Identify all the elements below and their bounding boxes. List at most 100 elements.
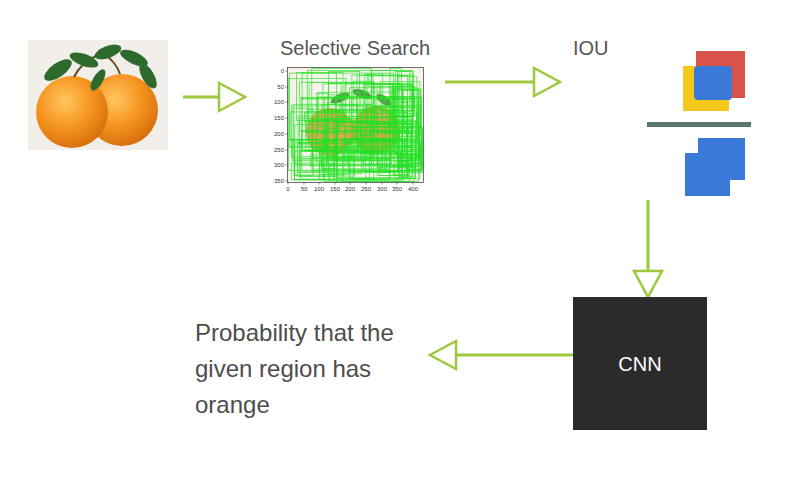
tick-mark xyxy=(366,183,367,185)
tick-mark xyxy=(288,183,289,185)
label-slot: 200 xyxy=(260,130,284,138)
tick-mark xyxy=(286,165,288,166)
iou-panel: IOU xyxy=(560,36,766,200)
label-slot: 300 xyxy=(370,185,394,193)
proposal-box xyxy=(371,107,402,125)
axis-number: 100 xyxy=(260,98,284,106)
proposal-box xyxy=(353,81,374,179)
proposal-box xyxy=(377,84,412,133)
tick-mark xyxy=(286,150,288,151)
proposal-box xyxy=(389,97,421,122)
output-label: Probability that the given region has or… xyxy=(195,315,425,423)
label-slot: 250 xyxy=(260,146,284,154)
axis-number: 50 xyxy=(292,185,316,193)
flow-arrow xyxy=(430,341,573,369)
proposal-box xyxy=(399,72,413,117)
axis-number: 200 xyxy=(338,185,362,193)
tick-mark xyxy=(286,181,288,182)
tick-mark xyxy=(286,102,288,103)
arrow-shaft xyxy=(455,354,573,357)
arrow-head xyxy=(534,68,560,96)
label-slot: 250 xyxy=(354,185,378,193)
proposal-box xyxy=(393,88,403,116)
axis-number: 250 xyxy=(354,185,378,193)
proposal-box xyxy=(402,124,412,178)
label-slot: 0 xyxy=(260,67,284,75)
axis-number: 100 xyxy=(307,185,331,193)
label-slot: 100 xyxy=(307,185,331,193)
proposal-box xyxy=(323,159,390,169)
plot-ground xyxy=(288,68,423,182)
axis-number: 400 xyxy=(401,185,425,193)
leaves xyxy=(41,42,160,93)
proposal-box xyxy=(372,107,417,165)
proposal-box xyxy=(317,126,422,149)
proposal-box xyxy=(397,77,417,161)
proposal-box xyxy=(299,119,337,177)
tick-mark xyxy=(286,118,288,119)
axis-number: 300 xyxy=(370,185,394,193)
proposal-box xyxy=(390,68,401,109)
region-plot xyxy=(286,68,424,185)
axis-number: 0 xyxy=(260,67,284,75)
intersection-box xyxy=(694,66,732,100)
axis-number: 250 xyxy=(260,146,284,154)
flow-arrow xyxy=(634,200,662,297)
proposal-box xyxy=(327,119,362,174)
axis-number: 350 xyxy=(385,185,409,193)
label-slot: 350 xyxy=(260,177,284,185)
label-slot: 200 xyxy=(338,185,362,193)
label-slot: 400 xyxy=(401,185,425,193)
tick-mark xyxy=(286,71,288,72)
label-slot: 150 xyxy=(260,114,284,122)
flow-arrow xyxy=(445,68,560,96)
proposal-box xyxy=(295,142,324,179)
proposal-box xyxy=(289,140,416,171)
proposal-panel: Selective Search xyxy=(265,36,445,194)
proposal-box xyxy=(401,155,419,164)
box-label: CNN xyxy=(618,352,661,376)
proposal-box xyxy=(318,97,352,119)
proposal-box xyxy=(394,102,408,116)
label-slot: 50 xyxy=(260,83,284,91)
axis-number: 150 xyxy=(260,114,284,122)
tick-mark xyxy=(335,183,336,185)
plot-frame xyxy=(288,68,424,183)
tick-mark xyxy=(286,134,288,135)
axis-ticks xyxy=(286,71,414,185)
axis-number: 300 xyxy=(260,161,284,169)
tick-mark xyxy=(319,183,320,185)
proposal-boxes xyxy=(288,68,422,181)
arrow-shaft xyxy=(445,81,535,84)
proposal-box xyxy=(350,141,420,179)
tick-mark xyxy=(397,183,398,185)
proposal-box xyxy=(310,155,411,166)
label-slot: 350 xyxy=(385,185,409,193)
iou-figure xyxy=(647,51,751,196)
proposal-box xyxy=(328,103,343,128)
proposal-box xyxy=(296,73,343,121)
proposal-box xyxy=(302,73,336,150)
arrow-shaft xyxy=(647,200,650,272)
label-slot: 150 xyxy=(323,185,347,193)
flow-arrow xyxy=(183,83,245,111)
fraction-bar xyxy=(647,122,751,127)
tick-mark xyxy=(304,183,305,185)
panel-heading: IOU xyxy=(573,36,766,60)
tick-mark xyxy=(382,183,383,185)
proposal-box xyxy=(301,139,405,179)
label-slot: 100 xyxy=(260,98,284,106)
tick-mark xyxy=(286,87,288,88)
axis-number: 150 xyxy=(323,185,347,193)
cnn-box: CNN xyxy=(573,297,707,430)
axis-number: 0 xyxy=(276,185,300,193)
tick-mark xyxy=(350,183,351,185)
arrow-head xyxy=(430,341,456,369)
axis-number: 350 xyxy=(260,177,284,185)
output-text: Probability that the given region has or… xyxy=(190,313,430,425)
arrow-head xyxy=(634,271,662,297)
proposal-box xyxy=(358,135,372,152)
tick-mark xyxy=(413,183,414,185)
picture-ground xyxy=(28,40,168,150)
